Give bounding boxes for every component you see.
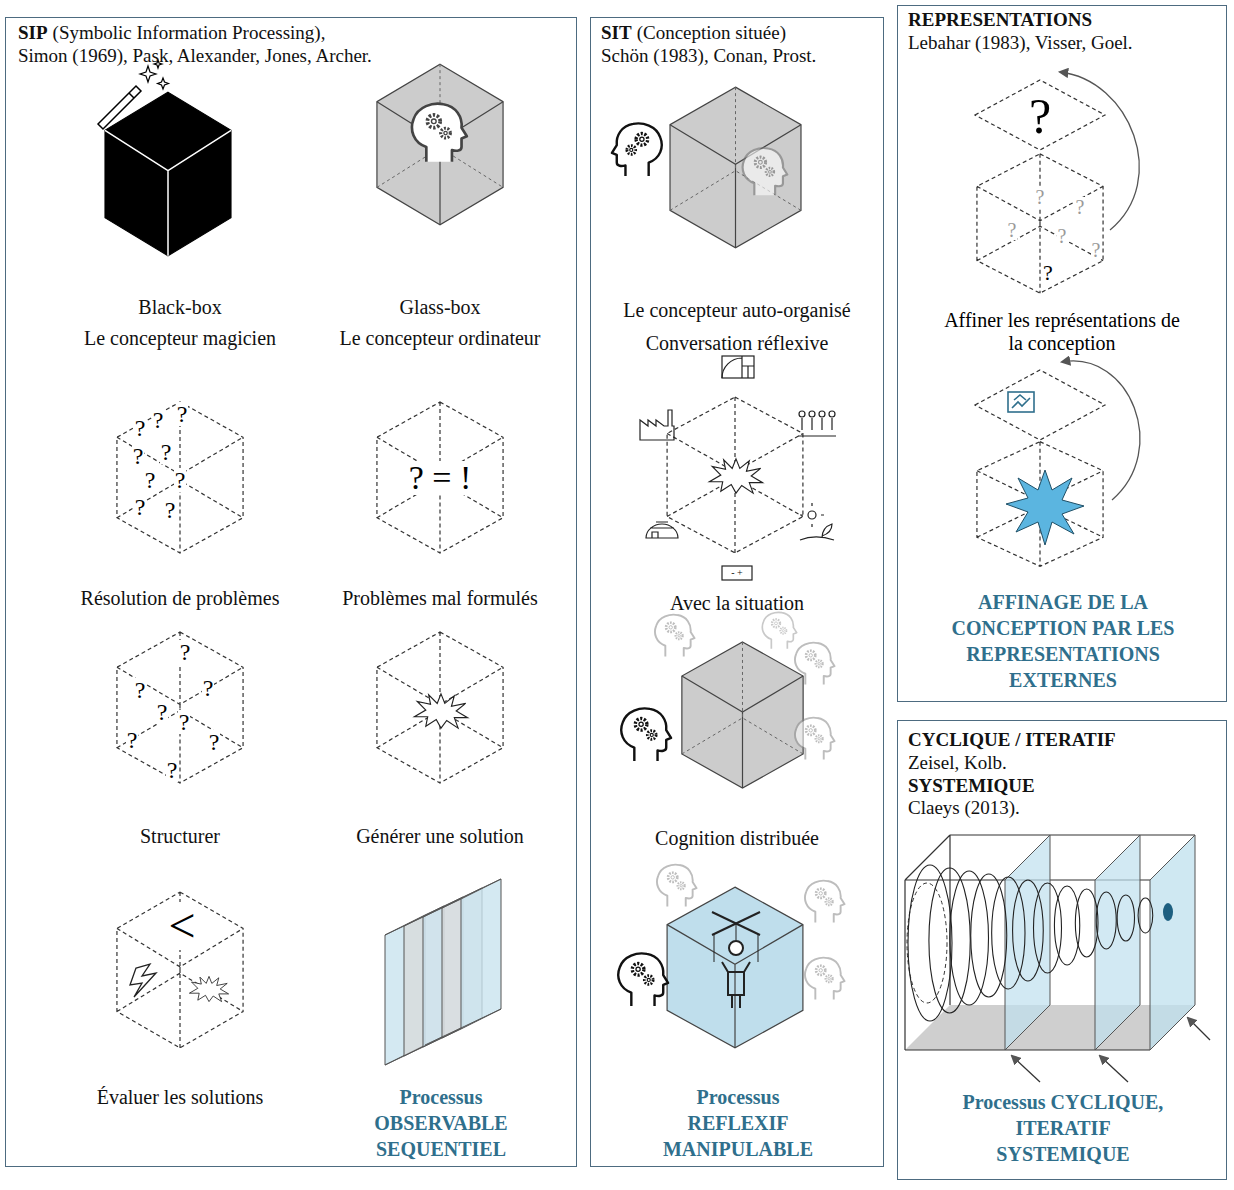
symbol-text: ? <box>1035 187 1046 207</box>
symbol-text: ? <box>179 640 192 664</box>
panel-heading: SIT <box>601 22 632 43</box>
caption-text: Problèmes mal formulés <box>342 587 538 610</box>
text-group: REPRESENTATIONSLebahar (1983), Visser, G… <box>908 9 1218 55</box>
process-title: Processus CYCLIQUE, ITERATIF SYSTEMIQUE <box>950 1089 1176 1167</box>
panel-box: CYCLIQUE / ITERATIFZeisel, Kolb.SYSTEMIQ… <box>897 720 1227 1180</box>
author-list: Schön (1983), Conan, Prost. <box>601 45 881 68</box>
symbol-text: ? <box>202 676 215 700</box>
panel-subtitle: (Conception située) <box>637 22 786 43</box>
text-group: SIT(Conception située)Schön (1983), Cona… <box>601 22 881 68</box>
caption-text: - + <box>731 567 742 579</box>
author-list: Zeisel, Kolb. <box>908 752 1218 775</box>
caption-text: Évaluer les solutions <box>97 1086 264 1109</box>
symbol-text: ? <box>126 728 139 752</box>
caption-text: Générer une solution <box>356 825 524 848</box>
symbol-text: ? <box>1028 91 1052 141</box>
text-group: Processus OBSERVABLE SEQUENTIEL <box>366 1084 516 1162</box>
caption-text: Résolution de problèmes <box>81 587 280 610</box>
process-title: Processus REFLEXIF MANIPULABLE <box>658 1084 818 1162</box>
symbol-text: ? <box>166 758 179 782</box>
symbol-text: ? <box>1091 240 1102 260</box>
text-group: CYCLIQUE / ITERATIFZeisel, Kolb.SYSTEMIQ… <box>908 729 1218 820</box>
symbol-text: ? <box>164 498 177 522</box>
symbol-text: ? <box>134 678 147 702</box>
symbol-text: ? <box>178 710 191 734</box>
caption-text: Conversation réflexive <box>646 332 829 355</box>
author-list: Simon (1969), Pask, Alexander, Jones, Ar… <box>18 45 568 68</box>
process-title: Processus OBSERVABLE SEQUENTIEL <box>366 1084 516 1162</box>
symbol-text: ? <box>160 440 173 464</box>
symbol-text: ? <box>208 730 221 754</box>
panel-heading: SIP <box>18 22 48 43</box>
author-list: Lebahar (1983), Visser, Goel. <box>908 32 1218 55</box>
text-group: SIP(Symbolic Information Processing),Sim… <box>18 22 568 68</box>
text-group: Processus CYCLIQUE, ITERATIF SYSTEMIQUE <box>950 1089 1176 1167</box>
caption-text: Black-box <box>138 296 221 319</box>
symbol-text: < <box>167 902 196 950</box>
panel-heading: REPRESENTATIONS <box>908 9 1092 30</box>
symbol-text: ? <box>174 468 187 492</box>
symbol-text: ? <box>156 700 169 724</box>
symbol-text: ? <box>1042 262 1054 284</box>
author-list: Claeys (2013). <box>908 797 1218 820</box>
symbol-text: ? <box>134 416 147 440</box>
panel-subtitle: (Symbolic Information Processing), <box>53 22 326 43</box>
symbol-text: ? <box>144 468 157 492</box>
symbol-text: ? <box>1057 226 1068 246</box>
symbol-text: ? <box>152 408 165 432</box>
symbol-text: ? <box>1075 197 1086 217</box>
caption-text: Glass-box <box>399 296 480 319</box>
panel-heading: CYCLIQUE / ITERATIF <box>908 729 1116 750</box>
text-group: AFFINAGE DE LA CONCEPTION PAR LES REPRES… <box>945 589 1181 693</box>
symbol-text: ? = ! <box>408 461 473 495</box>
process-title: AFFINAGE DE LA CONCEPTION PAR LES REPRES… <box>945 589 1181 693</box>
caption-text: Cognition distribuée <box>655 827 819 850</box>
caption-text: Affiner les représentations de la concep… <box>937 309 1187 355</box>
symbol-text: ? <box>1007 220 1018 240</box>
caption-text: Le concepteur magicien <box>84 327 276 350</box>
symbol-text: ? <box>132 444 145 468</box>
symbol-text: ? <box>134 495 147 519</box>
caption-text: Avec la situation <box>670 592 804 615</box>
caption-text: Le concepteur ordinateur <box>339 327 540 350</box>
text-group: Processus REFLEXIF MANIPULABLE <box>658 1084 818 1162</box>
panel-heading: SYSTEMIQUE <box>908 775 1218 798</box>
caption-text: Le concepteur auto-organisé <box>623 299 850 322</box>
caption-text: Structurer <box>140 825 220 848</box>
symbol-text: ? <box>176 402 189 426</box>
